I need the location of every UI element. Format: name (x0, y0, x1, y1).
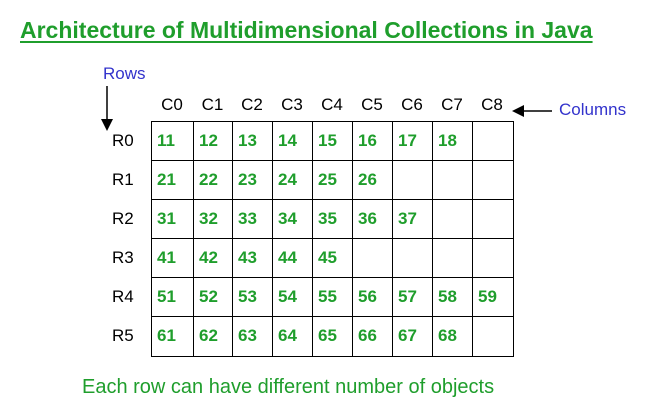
grid-cell-r3-c8 (472, 238, 514, 279)
column-header-c8: C8 (481, 95, 503, 114)
grid-cell-r1-c5: 26 (352, 160, 394, 201)
grid-cell-r2-c6: 37 (392, 199, 434, 240)
grid-cell-r3-c1: 42 (193, 238, 234, 279)
diagram-title: Architecture of Multidimensional Collect… (20, 17, 593, 43)
grid-cell-r0-c4: 15 (312, 121, 354, 162)
grid-cell-r4-c0: 51 (151, 277, 195, 318)
column-header-c5: C5 (361, 95, 383, 114)
grid-cell-r2-c8 (472, 199, 514, 240)
grid-cell-r1-c8 (472, 160, 514, 201)
grid-cell-r2-c7 (432, 199, 474, 240)
grid-cell-r3-c7 (432, 238, 474, 279)
grid-cell-r2-c0: 31 (151, 199, 195, 240)
grid-cell-r0-c8 (472, 121, 514, 162)
grid-cell-r4-c7: 58 (432, 277, 474, 318)
grid-cell-r0-c1: 12 (193, 121, 234, 162)
grid-cell-r1-c4: 25 (312, 160, 354, 201)
grid-cell-r1-c3: 24 (272, 160, 314, 201)
grid-cell-r5-c6: 67 (392, 316, 434, 357)
rows-label: Rows (103, 64, 146, 83)
grid-cell-r4-c2: 53 (232, 277, 274, 318)
row-header-r3: R3 (112, 247, 134, 267)
column-header-c7: C7 (441, 95, 463, 114)
grid-cell-r5-c1: 62 (193, 316, 234, 357)
grid-cell-r4-c1: 52 (193, 277, 234, 318)
grid-cell-r4-c6: 57 (392, 277, 434, 318)
grid-cell-r0-c7: 18 (432, 121, 474, 162)
grid-cell-r4-c5: 56 (352, 277, 394, 318)
row-header-r0: R0 (112, 130, 134, 150)
grid-cell-r2-c2: 33 (232, 199, 274, 240)
grid-cell-r1-c0: 21 (151, 160, 195, 201)
columns-label: Columns (559, 100, 627, 119)
grid-cell-r3-c6 (392, 238, 434, 279)
grid-cell-r1-c2: 23 (232, 160, 274, 201)
grid-cell-r3-c2: 43 (232, 238, 274, 279)
grid-cell-r5-c0: 61 (151, 316, 195, 357)
grid-cell-r5-c7: 68 (432, 316, 474, 357)
column-header-c0: C0 (161, 95, 183, 114)
grid-cell-r0-c5: 16 (352, 121, 394, 162)
grid-cell-r2-c4: 35 (312, 199, 354, 240)
grid-cell-r5-c3: 64 (272, 316, 314, 357)
grid-cell-r4-c3: 54 (272, 277, 314, 318)
column-header-c6: C6 (401, 95, 423, 114)
column-header-c2: C2 (241, 95, 263, 114)
grid-cell-r4-c4: 55 (312, 277, 354, 318)
column-header-c3: C3 (281, 95, 303, 114)
column-header-c4: C4 (321, 95, 343, 114)
grid-cell-r0-c6: 17 (392, 121, 434, 162)
grid-cell-r3-c3: 44 (272, 238, 314, 279)
grid-cell-r5-c2: 63 (232, 316, 274, 357)
grid-cell-r3-c4: 45 (312, 238, 354, 279)
grid-cell-r0-c2: 13 (232, 121, 274, 162)
row-header-r5: R5 (112, 325, 134, 345)
grid-cell-r0-c3: 14 (272, 121, 314, 162)
grid-cell-r3-c0: 41 (151, 238, 195, 279)
row-header-r4: R4 (112, 286, 134, 306)
grid-cell-r5-c5: 66 (352, 316, 394, 357)
grid-cell-r1-c1: 22 (193, 160, 234, 201)
row-header-r2: R2 (112, 208, 134, 228)
column-header-c1: C1 (201, 95, 224, 114)
grid-cell-r5-c8 (472, 316, 514, 357)
grid-cell-r4-c8: 59 (472, 277, 514, 318)
grid-cell-r1-c6 (392, 160, 434, 201)
grid-cell-r2-c1: 32 (193, 199, 234, 240)
grid-cell-r2-c3: 34 (272, 199, 314, 240)
grid-cell-r2-c5: 36 (352, 199, 394, 240)
caption: Each row can have different number of ob… (82, 376, 495, 398)
row-header-r1: R1 (112, 169, 134, 189)
grid-cell-r5-c4: 65 (312, 316, 354, 357)
grid-cell-r3-c5 (352, 238, 394, 279)
grid-cell-r0-c0: 11 (151, 121, 195, 162)
grid-cell-r1-c7 (432, 160, 474, 201)
